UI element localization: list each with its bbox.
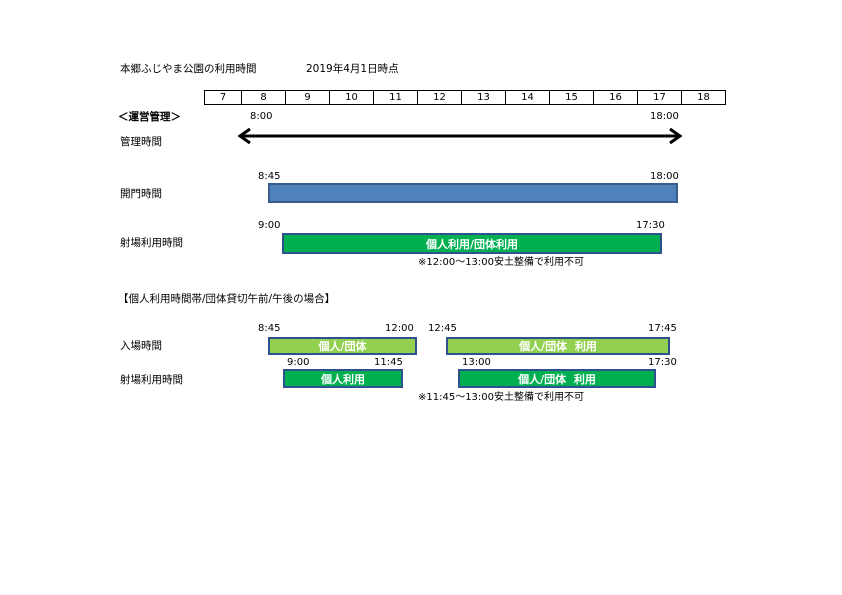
range2-pm-start: 13:00 [462, 357, 491, 368]
gate-start: 8:45 [258, 171, 281, 182]
entry-label: 入場時間 [120, 340, 162, 352]
gate-bar [268, 183, 678, 203]
hour-cell: 7 [219, 92, 227, 103]
range2-am-start: 9:00 [287, 357, 310, 368]
hour-cell: 18 [681, 91, 725, 104]
hour-cell: 17 [637, 91, 681, 104]
as-of-date: 2019年4月1日時点 [306, 63, 399, 75]
entry-pm-start: 12:45 [428, 323, 457, 334]
double-arrow-icon [237, 127, 683, 145]
hour-cell: 10 [329, 91, 373, 104]
hour-cell: 16 [593, 91, 637, 104]
hour-cell: 14 [505, 91, 549, 104]
entry-am-start: 8:45 [258, 323, 281, 334]
gate-label: 開門時間 [120, 188, 162, 200]
range2-pm-bar: 個人/団体 利用 [458, 369, 656, 388]
hour-cell: 12 [417, 91, 461, 104]
hour-cell: 8 [241, 91, 285, 104]
entry-am-end: 12:00 [385, 323, 414, 334]
hour-cell: 13 [461, 91, 505, 104]
entry-am-bar: 個人/団体 [268, 337, 417, 355]
range-bar-text: 個人利用/団体利用 [425, 237, 519, 251]
range2-label: 射場利用時間 [120, 374, 183, 386]
range2-am-bar: 個人利用 [283, 369, 403, 388]
range2-pm-end: 17:30 [648, 357, 677, 368]
operation-heading: ＜運営管理＞ [118, 111, 181, 123]
entry-pm-bar: 個人/団体 利用 [446, 337, 670, 355]
operation-end: 18:00 [650, 111, 679, 122]
section2-note: ※11:45～13:00安土整備で利用不可 [418, 392, 585, 403]
range-start: 9:00 [258, 220, 281, 231]
gate-end: 18:00 [650, 171, 679, 182]
entry-am-text: 個人/団体 [318, 340, 367, 353]
range-bar: 個人利用/団体利用 [282, 233, 662, 254]
range-end: 17:30 [636, 220, 665, 231]
hour-cell: 15 [549, 91, 593, 104]
range2-am-end: 11:45 [374, 357, 403, 368]
hour-scale: 7 8 9 10 11 12 13 14 15 16 17 18 [204, 90, 726, 105]
entry-pm-text: 個人/団体 利用 [519, 340, 597, 353]
entry-pm-end: 17:45 [648, 323, 677, 334]
range-label: 射場利用時間 [120, 237, 183, 249]
range-note: ※12:00～13:00安土整備で利用不可 [418, 257, 585, 268]
hour-cell: 9 [285, 91, 329, 104]
range2-pm-text: 個人/団体 利用 [518, 372, 596, 386]
section2-heading: 【個人利用時間帯/団体貸切午前/午後の場合】 [118, 293, 336, 305]
operation-start: 8:00 [250, 111, 273, 122]
hour-cell: 11 [373, 91, 417, 104]
range2-am-text: 個人利用 [321, 372, 365, 386]
operation-label: 管理時間 [120, 136, 162, 148]
page-title: 本郷ふじやま公園の利用時間 [120, 63, 257, 75]
